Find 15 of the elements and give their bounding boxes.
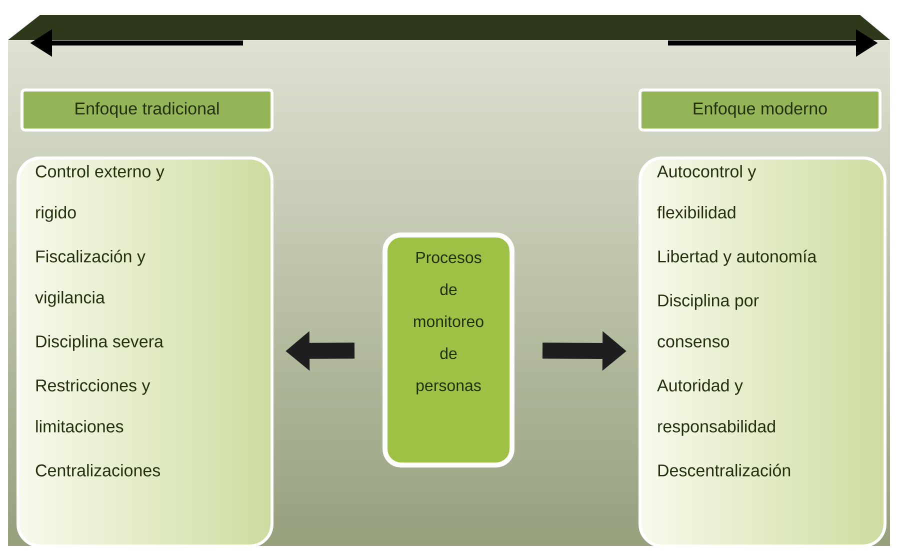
list-item: Restricciones y limitaciones [36,379,150,432]
process-box: Procesos de monitoreo de personas [382,232,514,468]
list-panel [638,156,886,548]
heading-box: Enfoque tradicional [20,88,274,132]
list-item: Disciplina por consenso [658,294,759,348]
list-item: Fiscalización y vigilancia [35,250,146,307]
list-item: Autocontrol y flexibilidad [657,165,756,218]
list-item: Descentralización [658,464,790,476]
heading-box: Enfoque moderno [638,88,882,132]
list-item: Centralizaciones [36,464,160,476]
list-item: Control externo y rigido [36,165,164,222]
list-item: Disciplina severa [36,335,164,351]
list-panel [16,156,274,548]
list-item: Autoridad y responsabilidad [657,379,775,436]
list-item: Libertad y autonomía [658,250,817,266]
